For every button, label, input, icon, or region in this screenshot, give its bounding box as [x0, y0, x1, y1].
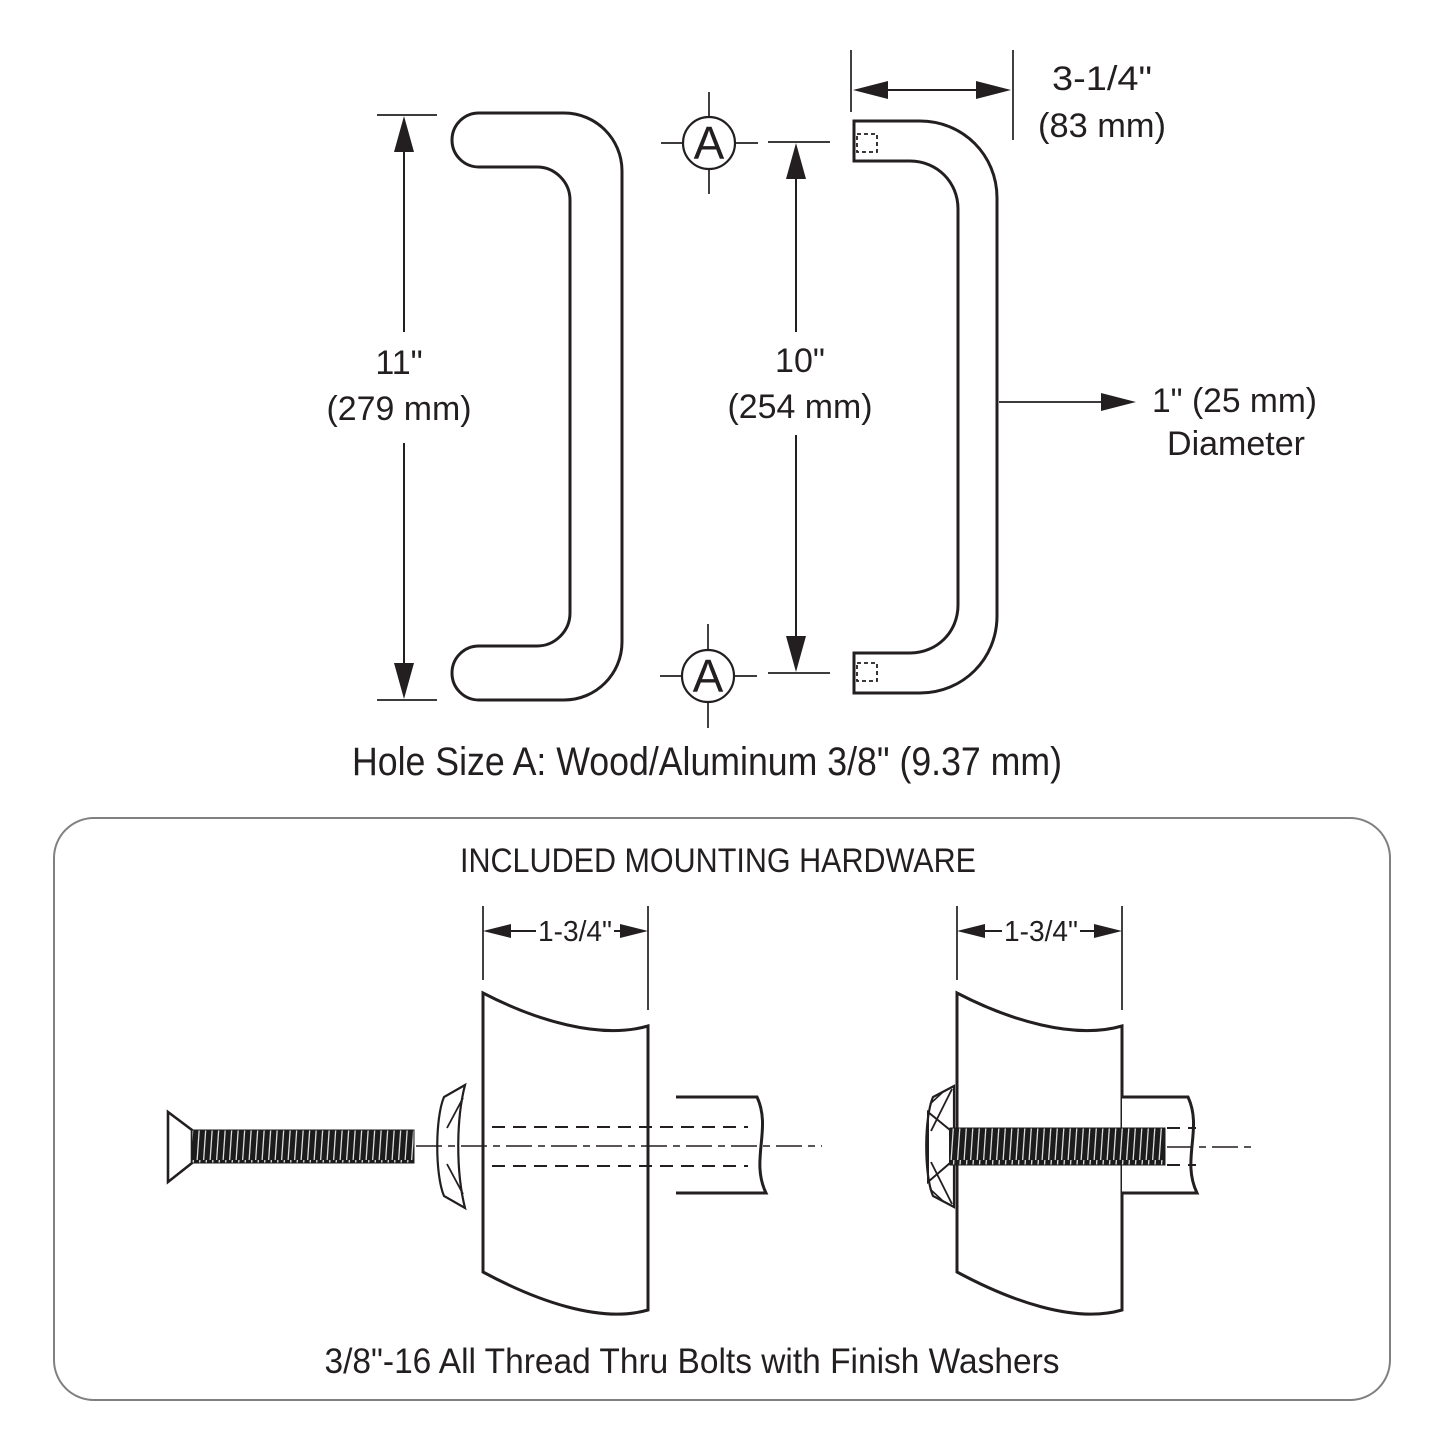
hardware-box-caption: 3/8"-16 All Thread Thru Bolts with Finis… [325, 1342, 1060, 1381]
arrowhead-up-icon [786, 143, 806, 179]
arrowhead-left-icon [957, 924, 985, 938]
thickness-dimension-left: 1-3/4" [538, 916, 612, 948]
datum-circle-top [681, 115, 737, 171]
diameter-leader: 1" (25 mm) Diameter [999, 382, 1317, 463]
arrowhead-left-icon [483, 924, 511, 938]
countersink-taper [930, 1161, 953, 1205]
projection-dimension: 3-1/4" (83 mm) [850, 50, 1166, 145]
datum-target-bottom: A [660, 624, 757, 728]
handle-profile-outline [852, 119, 999, 695]
countersink-taper [930, 1088, 953, 1132]
washer-hatch [929, 1188, 945, 1203]
height-dimension: 11" (279 mm) [327, 114, 472, 701]
arrowhead-right-icon [620, 924, 648, 938]
arrowhead-right-icon [976, 81, 1011, 99]
datum-target-top: A [661, 92, 758, 194]
arrowhead-up-icon [394, 116, 414, 152]
arrowhead-right-icon [1094, 924, 1122, 938]
arrowhead-down-icon [786, 636, 806, 672]
projection-dimension-metric: (83 mm) [1038, 107, 1166, 145]
hardware-box-title: INCLUDED MOUNTING HARDWARE [460, 842, 976, 880]
thickness-dimension-right: 1-3/4" [1004, 916, 1078, 948]
projection-dimension-inches: 3-1/4" [1052, 60, 1152, 98]
washer-hatch [929, 1090, 945, 1105]
center-dimension-inches: 10" [775, 342, 825, 380]
mounting-detail-assembled: 1-3/4" [925, 906, 1252, 1316]
mounting-detail-exploded: 1-3/4" [166, 906, 822, 1316]
handle-end-section [676, 1095, 769, 1195]
datum-letter-bottom: A [693, 650, 724, 702]
height-dimension-metric: (279 mm) [327, 390, 472, 428]
datum-circle-bottom [680, 648, 736, 704]
arrowhead-right-icon [1101, 393, 1136, 411]
center-dimension: 10" (254 mm) [728, 141, 873, 674]
arrowhead-down-icon [394, 663, 414, 699]
hole-size-note: Hole Size A: Wood/Aluminum 3/8" (9.37 mm… [352, 740, 1062, 784]
door-panel-section [481, 990, 650, 1316]
height-dimension-inches: 11" [375, 344, 422, 382]
washer-hatch [446, 1097, 464, 1129]
washer-hatch [446, 1163, 464, 1195]
handle-side-outline [450, 111, 624, 702]
diameter-label-line1: 1" (25 mm) [1152, 382, 1317, 420]
center-dimension-metric: (254 mm) [728, 388, 873, 426]
diameter-label-line2: Diameter [1167, 425, 1305, 463]
hardware-box-border [53, 817, 1391, 1401]
arrowhead-left-icon [853, 81, 888, 99]
tapped-hole-top [856, 133, 878, 153]
bolt-threaded-shaft [191, 1129, 415, 1164]
datum-letter-top: A [694, 117, 725, 169]
bolt-threaded-shaft [949, 1127, 1166, 1166]
handle-side-view [450, 111, 624, 702]
tapped-hole-bottom [856, 662, 878, 682]
handle-profile-view [852, 119, 999, 695]
